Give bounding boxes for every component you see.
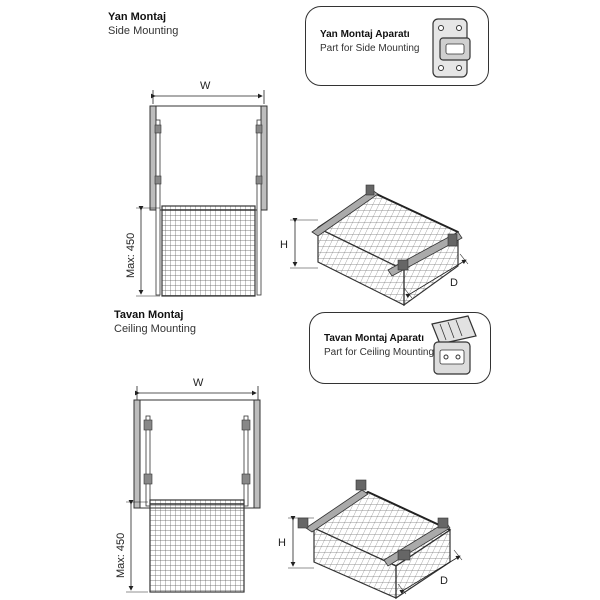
ceiling-mount-top-view: W Max: 450	[115, 377, 261, 593]
ceiling-mounting-heading: Tavan Montaj Ceiling Mounting	[114, 308, 196, 336]
side-mount-top-view: W Max: 450	[125, 80, 268, 297]
ceiling-depth-label: Max: 450	[115, 533, 127, 578]
side-iso-height-label: H	[280, 239, 288, 251]
side-depth-label: Max: 450	[125, 233, 137, 278]
ceiling-mount-part-icon	[431, 315, 477, 375]
ceiling-width-label: W	[193, 377, 204, 389]
ceiling-part-title: Tavan Montaj Aparatı	[324, 333, 425, 344]
side-mounting-subtitle: Side Mounting	[108, 25, 179, 37]
side-mounting-title: Yan Montaj	[108, 11, 167, 23]
ceiling-mounting-title: Tavan Montaj	[114, 309, 184, 321]
ceiling-mount-basket-isometric: H D	[278, 479, 463, 600]
side-part-subtitle: Part for Side Mounting	[320, 43, 420, 54]
side-part-title: Yan Montaj Aparatı	[320, 29, 410, 40]
side-mount-part-icon	[432, 18, 471, 78]
ceiling-iso-depth-label: D	[440, 575, 448, 587]
ceiling-part-subtitle: Part for Ceiling Mounting	[324, 347, 435, 358]
ceiling-iso-height-label: H	[278, 537, 286, 549]
side-iso-depth-label: D	[450, 277, 458, 289]
side-width-label: W	[200, 80, 211, 92]
ceiling-mounting-subtitle: Ceiling Mounting	[114, 323, 196, 335]
side-mounting-heading: Yan Montaj Side Mounting	[108, 10, 178, 38]
side-mount-basket-isometric: H D	[280, 184, 469, 307]
